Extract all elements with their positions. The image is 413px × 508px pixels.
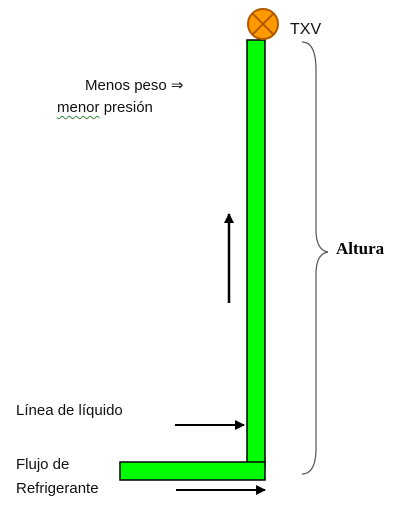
flow-label-line2: Refrigerante bbox=[16, 480, 99, 497]
flow-label-line1: Flujo de bbox=[16, 456, 70, 473]
height-label: Altura bbox=[336, 239, 385, 258]
less-pressure-rest: presión bbox=[99, 99, 153, 116]
implies-symbol: ⇒ bbox=[170, 77, 184, 94]
less-weight-text: Menos peso bbox=[85, 77, 167, 94]
less-pressure-word: menor bbox=[57, 99, 100, 116]
horizontal-pipe bbox=[119, 461, 266, 481]
liquid-line-label: Línea de líquido bbox=[16, 402, 123, 419]
vertical-pipe bbox=[246, 39, 266, 467]
txv-valve-icon bbox=[247, 8, 279, 40]
height-brace bbox=[301, 41, 329, 475]
less-pressure-label: menor presión bbox=[57, 99, 153, 117]
pipe-joint bbox=[248, 463, 264, 479]
less-weight-label: Menos peso ⇒ bbox=[85, 77, 183, 95]
txv-label: TXV bbox=[290, 21, 322, 38]
